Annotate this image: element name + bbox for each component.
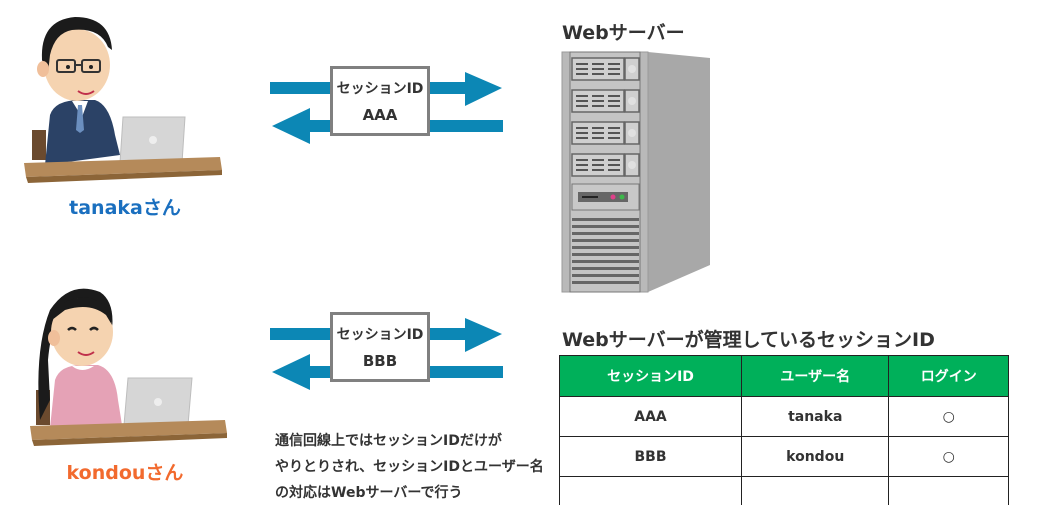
cell-user-name: kondou	[741, 436, 890, 477]
session-id-box-kondou: セッションID BBB	[330, 312, 430, 382]
table-row	[558, 476, 1009, 505]
user-name-tanaka: tanakaさん	[69, 197, 181, 219]
cell-session-id: AAA	[558, 396, 743, 437]
server-title: Webサーバー	[562, 22, 685, 44]
session-table: セッションID ユーザー名 ログイン AAA tanaka ○ BBB kond…	[558, 355, 1009, 505]
cell-login: ○	[888, 436, 1009, 477]
session-id-value: BBB	[362, 352, 398, 370]
session-id-box-tanaka: セッションID AAA	[330, 66, 430, 136]
note-line: やりとりされ、セッションIDとユーザー名	[275, 459, 544, 475]
column-header-user-name: ユーザー名	[741, 355, 890, 397]
cell-user-name	[741, 476, 890, 505]
cell-login	[888, 476, 1009, 505]
user-kondou: kondouさん	[10, 270, 240, 484]
man-at-laptop-icon	[24, 17, 222, 183]
column-header-login: ログイン	[888, 355, 1009, 397]
cell-user-name: tanaka	[741, 396, 890, 437]
cell-session-id	[558, 476, 743, 505]
server-tower-icon	[561, 51, 710, 293]
session-id-label: セッションID	[336, 327, 424, 343]
explanation-note: 通信回線上ではセッションIDだけが やりとりされ、セッションIDとユーザー名 の…	[275, 428, 544, 506]
column-header-session-id: セッションID	[558, 355, 743, 397]
session-table-title: Webサーバーが管理しているセッションID	[562, 329, 935, 351]
cell-session-id: BBB	[558, 436, 743, 477]
user-name-kondou: kondouさん	[66, 462, 184, 484]
cell-login: ○	[888, 396, 1009, 437]
user-tanaka: tanakaさん	[10, 5, 240, 219]
session-id-value: AAA	[362, 106, 398, 124]
session-id-label: セッションID	[336, 81, 424, 97]
note-line: の対応はWebサーバーで行う	[275, 485, 463, 501]
table-row: AAA tanaka ○	[558, 396, 1009, 437]
note-line: 通信回線上ではセッションIDだけが	[275, 433, 502, 449]
table-header-row: セッションID ユーザー名 ログイン	[558, 355, 1009, 397]
table-row: BBB kondou ○	[558, 436, 1009, 477]
woman-at-laptop-icon	[30, 288, 227, 446]
